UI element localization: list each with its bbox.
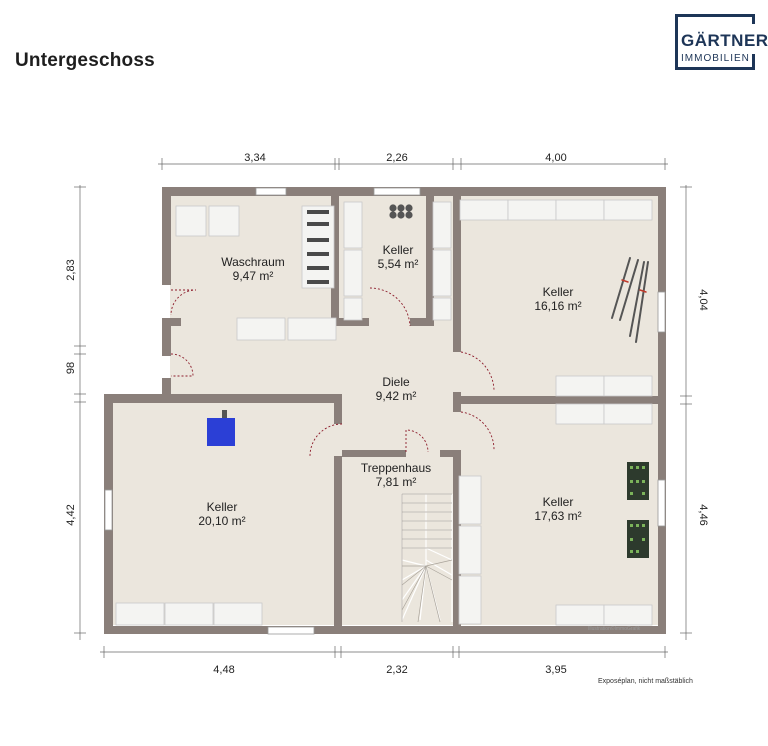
dryer: [208, 205, 240, 237]
shelf: [343, 249, 363, 297]
illustration-credit: Illustration©ImmoGrafik: [588, 626, 641, 632]
shelf: [343, 201, 363, 249]
shelf: [432, 201, 452, 249]
washing-machine: [175, 205, 207, 237]
room-area-keller-small: 5,54 m²: [378, 257, 419, 271]
window: [657, 291, 666, 333]
room-name-treppenhaus: Treppenhaus: [361, 461, 431, 475]
room-area-keller-sw: 20,10 m²: [198, 514, 245, 528]
room-name-waschraum: Waschraum: [221, 255, 285, 269]
shoe-rack: [301, 205, 335, 289]
dim-left-1: 2,83: [65, 259, 77, 280]
logo-subtitle: IMMOBILIEN: [681, 53, 750, 64]
shelf: [164, 602, 214, 626]
window: [255, 187, 287, 196]
shelf: [213, 602, 263, 626]
shelf: [459, 199, 509, 221]
dim-top-2: 2,26: [386, 152, 407, 164]
shelf: [507, 199, 557, 221]
shelf: [555, 199, 605, 221]
room-name-keller-sw: Keller: [207, 500, 238, 514]
room-area-keller-ne: 16,16 m²: [534, 299, 581, 313]
shelf: [458, 525, 482, 575]
dimension-lines: [74, 158, 692, 658]
dim-left-3: 4,42: [65, 504, 77, 525]
boiler-icon: [207, 410, 235, 446]
dimension-labels: 3,34 2,26 4,00 4,48 2,32 3,95 2,83 98 4,…: [65, 152, 709, 676]
floor-area-west: [112, 400, 172, 625]
dim-bottom-1: 4,48: [213, 664, 234, 676]
crates-icon: [627, 462, 649, 558]
shelf: [287, 317, 337, 341]
shelf: [603, 604, 653, 626]
window: [267, 626, 315, 635]
dim-left-2: 98: [65, 362, 77, 374]
shelf: [115, 602, 165, 626]
dim-bottom-3: 3,95: [545, 664, 566, 676]
room-area-waschraum: 9,47 m²: [233, 269, 274, 283]
room-name-keller-ne: Keller: [543, 285, 574, 299]
door-keller-se: [460, 411, 495, 451]
door-treppenhaus: [405, 429, 429, 453]
shelf: [603, 403, 653, 425]
shelf: [343, 297, 363, 321]
shelf: [603, 199, 653, 221]
room-name-keller-se: Keller: [543, 495, 574, 509]
furniture: [115, 199, 653, 626]
plan-title: Untergeschoss: [15, 50, 155, 71]
room-area-diele: 9,42 m²: [376, 389, 417, 403]
brand-logo: GÄRTNER IMMOBILIEN: [675, 14, 768, 70]
window: [373, 187, 421, 196]
dim-right-1: 4,04: [697, 289, 709, 310]
shelf: [555, 375, 605, 397]
door-keller-sw: [309, 423, 343, 457]
room-name-diele: Diele: [382, 375, 410, 389]
logo-name: GÄRTNER: [681, 31, 768, 50]
room-area-treppenhaus: 7,81 m²: [376, 475, 417, 489]
dim-top-1: 3,34: [244, 152, 265, 164]
shelf: [458, 575, 482, 625]
door-waschraum: [170, 289, 197, 316]
stairs: [401, 492, 453, 623]
shelf: [555, 604, 605, 626]
window: [657, 479, 666, 527]
dim-bottom-2: 2,32: [386, 664, 407, 676]
shelf: [236, 317, 286, 341]
shelf: [555, 403, 605, 425]
dim-right-2: 4,46: [697, 504, 709, 525]
tires-icon: [389, 204, 413, 219]
skis-icon: [611, 257, 649, 343]
dim-top-3: 4,00: [545, 152, 566, 164]
shelf: [458, 475, 482, 525]
shelf: [432, 297, 452, 321]
room-name-keller-small: Keller: [383, 243, 414, 257]
room-area-keller-se: 17,63 m²: [534, 509, 581, 523]
windows: [104, 187, 666, 635]
door-keller-ne: [460, 351, 495, 391]
room-labels: Waschraum 9,47 m² Keller 5,54 m² Keller …: [198, 243, 581, 528]
door-swings: [170, 287, 495, 457]
shelf: [603, 375, 653, 397]
plan-note: Exposéplan, nicht maßstäblich: [598, 678, 693, 685]
shelf: [432, 249, 452, 297]
window: [104, 489, 113, 531]
